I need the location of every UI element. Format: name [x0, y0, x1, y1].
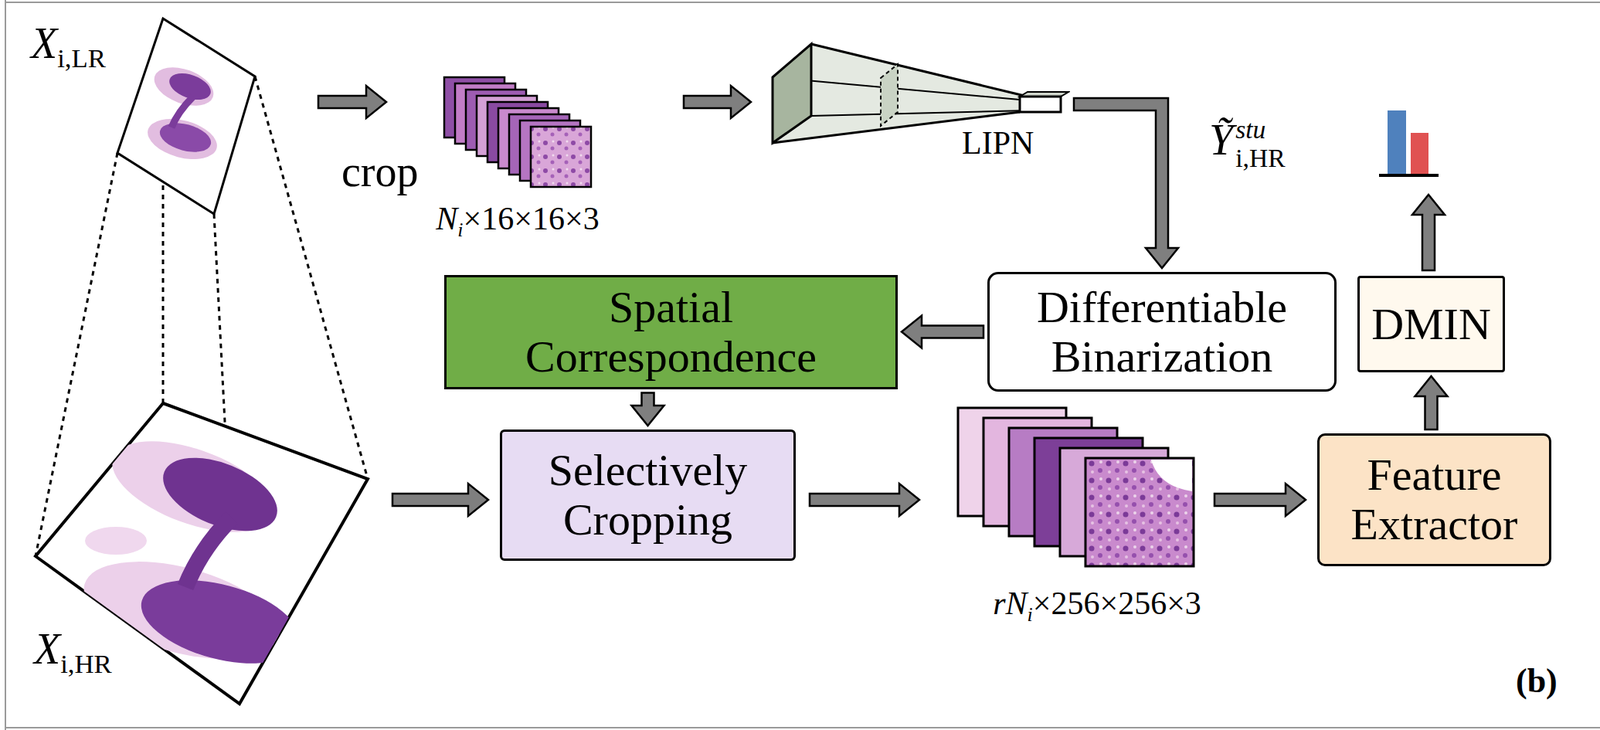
math-label: (b)	[1515, 664, 1558, 699]
box-label: Feature Extractor	[1328, 450, 1541, 550]
label-text: (b)	[1515, 662, 1558, 700]
projection-lines	[35, 18, 368, 704]
box-label: DMIN	[1371, 299, 1492, 350]
math-label: Xi,LR	[30, 21, 106, 73]
pyramid-face	[772, 44, 812, 143]
label-text: X	[33, 625, 61, 673]
box-label: Spatial Correspondence	[509, 282, 834, 382]
math-label: rNi×256×256×3	[992, 587, 1202, 626]
math-label: Ni×16×16×3	[435, 202, 599, 241]
math-label: Xi,HR	[33, 627, 113, 679]
subscript: i,LR	[57, 43, 106, 74]
label-text: r	[992, 585, 1006, 622]
flow-arrow	[1073, 98, 1179, 269]
math-label: Ỹstui,HR	[1209, 115, 1286, 174]
bar-icon	[1379, 110, 1439, 176]
patch-stack	[444, 77, 592, 187]
label-text: ×256×256×3	[1032, 585, 1202, 622]
process-box: Differentiable Binarization	[987, 271, 1337, 392]
process-box: DMIN	[1357, 275, 1505, 373]
process-box: Selectively Cropping	[499, 429, 796, 561]
math-label: crop	[341, 149, 419, 194]
label-text: Ỹ	[1209, 115, 1234, 164]
label-text: N	[435, 200, 458, 237]
network-block: LIPN	[764, 34, 1071, 167]
flow-arrow	[901, 315, 984, 349]
subscript: i	[457, 218, 463, 242]
process-box: Spatial Correspondence	[444, 275, 898, 390]
pyramid-edge	[811, 110, 1028, 116]
patch-stack	[957, 407, 1194, 567]
label-text: ×16×16×3	[463, 200, 600, 237]
label-text: crop	[341, 147, 419, 196]
label-text: N	[1005, 585, 1028, 622]
slide-high-res	[35, 403, 368, 704]
flow-arrow	[631, 393, 665, 427]
flow-arrow	[318, 85, 1445, 517]
tissue	[142, 60, 221, 167]
subscript: i,HR	[1235, 144, 1285, 174]
label-text: X	[30, 19, 58, 68]
subscript: i,HR	[60, 648, 113, 680]
output-bar	[1019, 96, 1061, 113]
frame-line	[5, 1, 1600, 4]
subscript: i	[1027, 603, 1033, 626]
script-stack: stui,HR	[1235, 115, 1285, 174]
pyramid-slice	[880, 64, 898, 126]
frame-line	[5, 726, 1600, 729]
pyramid-edge	[811, 44, 1028, 97]
slide-low-res	[117, 18, 255, 215]
box-label: Selectively Cropping	[512, 445, 784, 545]
superscript: stu	[1235, 115, 1285, 145]
tissue	[73, 422, 309, 679]
flow-arrow	[1415, 376, 1448, 430]
process-box: Feature Extractor	[1317, 433, 1552, 567]
box-label: Differentiable Binarization	[999, 282, 1325, 382]
frame-line	[4, 0, 7, 730]
block-label: LIPN	[961, 125, 1034, 160]
